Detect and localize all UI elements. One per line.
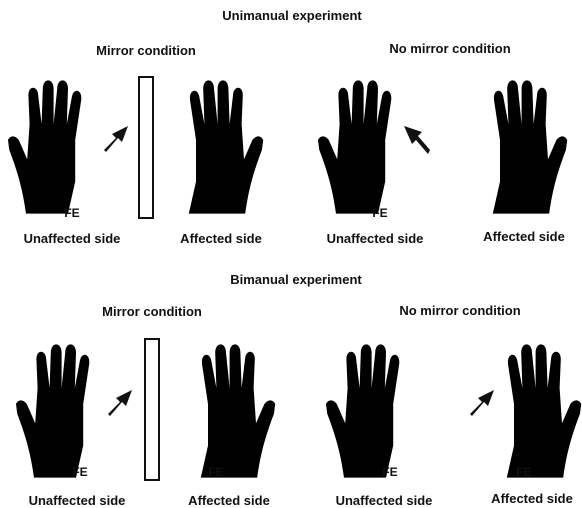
unimanual-mirror-affected-label: Affected side [180, 232, 262, 245]
bimanual-mirror-affected-hand [201, 344, 275, 477]
bimanual-nomirror-left-fe-mark: FE [382, 466, 397, 478]
bimanual-nomirror-unaffected-label: Unaffected side [336, 494, 433, 507]
bimanual-nomirror-affected-hand [507, 344, 581, 477]
unimanual-nomirror-affected-hand [493, 80, 567, 213]
unimanual-mirror-affected-hand [189, 80, 263, 213]
bimanual-nomirror-unaffected-hand [326, 344, 399, 477]
unimanual-nomirror-fe-mark: FE [372, 207, 387, 219]
bimanual-mirror-unaffected-hand [16, 344, 89, 477]
bimanual-mirror-left-fe-mark: FE [72, 466, 87, 478]
bimanual-mirror-panel [145, 339, 159, 480]
bimanual-experiment-title: Bimanual experiment [230, 273, 362, 286]
bimanual-nomirror-movement-arrow [470, 390, 494, 416]
unimanual-mirror-panel [139, 77, 153, 218]
unimanual-nomirror-movement-arrow [404, 126, 430, 154]
unimanual-nomirror-unaffected-hand [318, 80, 391, 213]
bimanual-mirror-unaffected-label: Unaffected side [29, 494, 126, 507]
unimanual-mirror-movement-arrow [104, 126, 128, 152]
bimanual-nomirror-affected-label: Affected side [491, 492, 573, 505]
bimanual-mirror-heading: Mirror condition [102, 305, 202, 318]
unimanual-mirror-unaffected-label: Unaffected side [24, 232, 121, 245]
unimanual-mirror-unaffected-hand [8, 80, 81, 213]
bimanual-mirror-right-fe-mark: FE [208, 466, 223, 478]
bimanual-mirror-affected-label: Affected side [188, 494, 270, 507]
bimanual-nomirror-heading: No mirror condition [399, 304, 520, 317]
bimanual-nomirror-right-fe-mark: FE [516, 466, 531, 478]
unimanual-mirror-fe-mark: FE [64, 207, 79, 219]
unimanual-experiment-title: Unimanual experiment [222, 9, 361, 22]
unimanual-nomirror-affected-label: Affected side [483, 230, 565, 243]
unimanual-nomirror-heading: No mirror condition [389, 42, 510, 55]
unimanual-nomirror-unaffected-label: Unaffected side [327, 232, 424, 245]
bimanual-mirror-movement-arrow [108, 390, 132, 416]
unimanual-mirror-heading: Mirror condition [96, 44, 196, 57]
